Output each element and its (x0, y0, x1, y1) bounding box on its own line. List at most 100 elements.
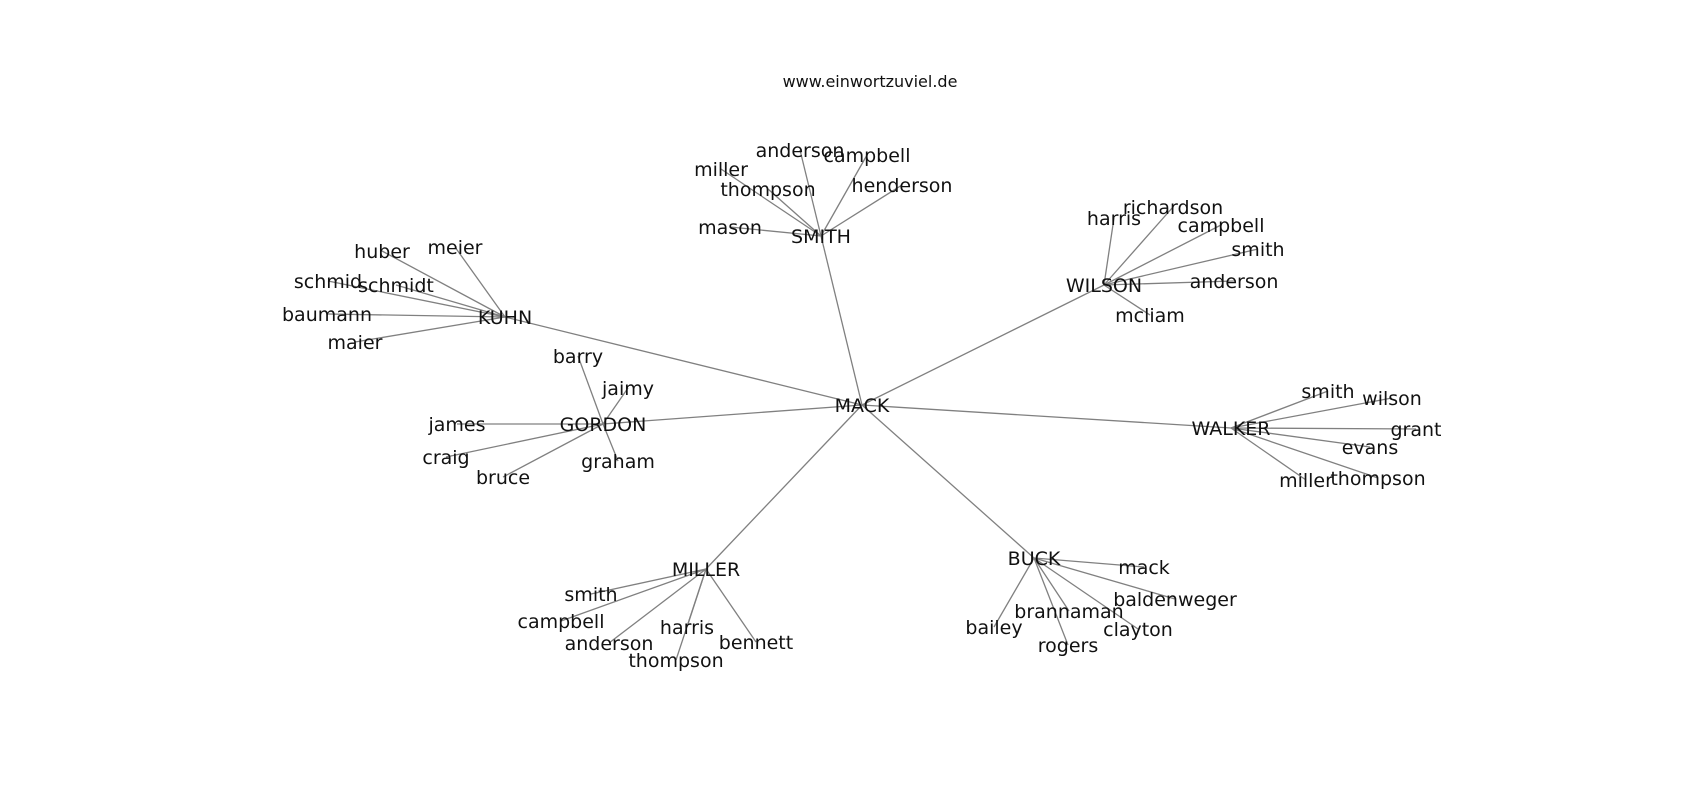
leaf-node-wilson-smith: smith (1231, 239, 1284, 261)
leaf-node-miller-anderson: anderson (565, 633, 654, 655)
edge-buck-brannaman (1033, 557, 1070, 612)
leaf-node-gordon-jaimy: jaimy (601, 378, 654, 400)
leaf-node-miller-smith: smith (564, 584, 617, 606)
leaf-node-kuhn-meier: meier (428, 237, 483, 259)
leaf-node-buck-rogers: rogers (1038, 635, 1098, 657)
edge-walker-evans (1230, 427, 1371, 448)
leaf-node-wilson-harris: harris (1087, 208, 1141, 230)
leaf-node-wilson-mcliam: mcliam (1115, 305, 1185, 327)
cluster-node-buck: BUCK (1008, 548, 1061, 570)
leaf-node-gordon-graham: graham (581, 451, 655, 473)
edge-smith-campbell (820, 154, 868, 237)
edge-root-walker (861, 404, 1232, 429)
edge-wilson-richardson (1103, 206, 1174, 286)
cluster-node-miller: MILLER (672, 559, 740, 581)
edge-miller-anderson (608, 568, 707, 644)
leaf-node-kuhn-maier: maier (328, 332, 383, 354)
edge-wilson-mcliam (1103, 284, 1151, 316)
leaf-node-wilson-campbell: campbell (1178, 215, 1265, 237)
cluster-node-gordon: GORDON (560, 414, 647, 436)
edge-root-kuhn (504, 316, 863, 406)
root-node-label: MACK (835, 395, 890, 417)
cluster-node-kuhn: KUHN (478, 307, 532, 329)
edge-miller-bennett (705, 568, 757, 643)
edge-kuhn-maier (354, 316, 506, 343)
leaf-node-smith-mason: mason (698, 217, 762, 239)
leaf-node-smith-anderson: anderson (756, 140, 845, 162)
leaf-node-buck-baldenweger: baldenweger (1113, 589, 1237, 611)
edge-miller-smith (590, 568, 707, 595)
leaf-node-walker-wilson: wilson (1362, 388, 1422, 410)
edge-kuhn-schmid (327, 280, 506, 318)
leaf-node-wilson-anderson: anderson (1190, 271, 1279, 293)
edge-root-smith (820, 235, 863, 406)
edge-wilson-smith (1103, 248, 1259, 286)
leaf-node-walker-thompson: thompson (1330, 468, 1425, 490)
cluster-node-wilson: WILSON (1066, 275, 1142, 297)
leaf-node-kuhn-schmidt: schmidt (358, 275, 434, 297)
edge-buck-baldenweger (1033, 557, 1176, 600)
edge-root-gordon (602, 404, 863, 425)
leaf-node-walker-evans: evans (1342, 437, 1399, 459)
leaf-node-miller-harris: harris (660, 617, 714, 639)
edge-miller-thompson (675, 568, 707, 661)
edge-wilson-campbell (1103, 224, 1222, 286)
leaf-node-walker-smith: smith (1301, 381, 1354, 403)
leaf-node-buck-clayton: clayton (1103, 619, 1173, 641)
edge-walker-wilson (1230, 397, 1393, 429)
edge-gordon-jaimy (602, 387, 629, 425)
edge-root-miller (705, 404, 863, 570)
edge-kuhn-meier (454, 246, 506, 318)
leaf-node-buck-mack: mack (1118, 557, 1170, 579)
edge-root-buck (861, 404, 1035, 559)
leaf-node-buck-brannaman: brannaman (1014, 601, 1123, 623)
leaf-node-miller-thompson: thompson (628, 650, 723, 672)
edge-walker-miller (1230, 427, 1307, 481)
leaf-node-gordon-bruce: bruce (476, 467, 530, 489)
edge-root-wilson (861, 284, 1105, 406)
cluster-node-walker: WALKER (1192, 418, 1271, 440)
edge-buck-bailey (993, 557, 1035, 628)
leaf-node-miller-campbell: campbell (518, 611, 605, 633)
edge-kuhn-huber (381, 250, 506, 318)
edges-layer (326, 149, 1417, 661)
edge-buck-clayton (1033, 557, 1139, 630)
leaf-node-walker-grant: grant (1390, 419, 1441, 441)
leaf-node-wilson-richardson: richardson (1123, 197, 1223, 219)
edge-smith-anderson (799, 149, 822, 237)
cluster-node-smith: SMITH (791, 226, 851, 248)
edge-smith-henderson (820, 184, 903, 237)
leaf-node-kuhn-schmid: schmid (294, 271, 362, 293)
edge-walker-thompson (1230, 427, 1379, 479)
edge-gordon-bruce (502, 423, 604, 478)
edge-walker-grant (1230, 427, 1417, 430)
leaf-node-gordon-craig: craig (422, 447, 469, 469)
leaf-node-miller-bennett: bennett (719, 632, 793, 654)
edge-wilson-harris (1103, 217, 1115, 286)
site-title: www.einwortzuviel.de (783, 72, 958, 91)
leaf-node-gordon-james: james (427, 414, 485, 436)
leaf-node-smith-henderson: henderson (852, 175, 953, 197)
leaf-node-gordon-barry: barry (553, 346, 603, 368)
edge-smith-miller (720, 168, 822, 237)
edge-kuhn-baumann (326, 313, 506, 318)
edge-miller-campbell (560, 568, 707, 622)
leaf-node-kuhn-baumann: baumann (282, 304, 372, 326)
leaf-node-walker-miller: miller (1279, 470, 1333, 492)
edge-gordon-graham (602, 423, 619, 462)
edge-wilson-anderson (1103, 280, 1235, 286)
leaf-node-smith-miller: miller (694, 159, 748, 181)
edge-gordon-craig (445, 423, 604, 458)
edge-smith-thompson (767, 188, 822, 237)
leaf-node-smith-campbell: campbell (824, 145, 911, 167)
edge-smith-mason (729, 226, 822, 237)
edge-gordon-barry (577, 355, 604, 425)
edge-walker-smith (1230, 390, 1329, 429)
leaf-node-buck-bailey: bailey (965, 617, 1022, 639)
edge-kuhn-schmidt (395, 284, 506, 318)
leaf-node-kuhn-huber: huber (354, 241, 410, 263)
edge-buck-rogers (1033, 557, 1069, 646)
leaf-node-smith-thompson: thompson (720, 179, 815, 201)
